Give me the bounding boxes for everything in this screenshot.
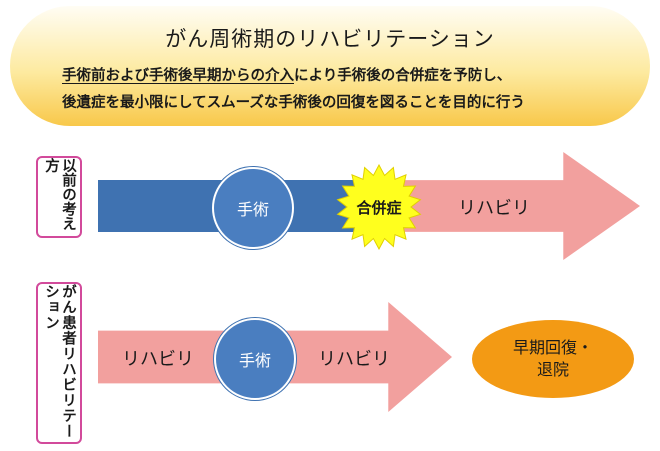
header-banner: がん周術期のリハビリテーション 手術前および手術後早期からの介入により手術後の合… (10, 6, 650, 126)
rehab-after-label: リハビリ (318, 349, 390, 370)
outcome-line-1: 早期回復・ (512, 338, 593, 357)
row-label-previous: 以前の考え方 (36, 156, 82, 238)
row-label-cancer-rehab: がん患者リハビリテーション (36, 282, 82, 444)
surgery-circle-row2: 手術 (214, 318, 296, 400)
rehab-label-row1: リハビリ (458, 198, 530, 219)
diagram-title: がん周術期のリハビリテーション (165, 27, 495, 51)
description-rest: により手術後の合併症を予防し、 (294, 68, 512, 84)
rehab-before-label: リハビリ (122, 349, 194, 370)
description-underlined: 手術前および手術後早期からの介入 (62, 68, 294, 84)
description-line-1: 手術前および手術後早期からの介入により手術後の合併症を予防し、 (62, 64, 622, 85)
outcome-line-2: 退院 (536, 360, 569, 379)
complication-burst-icon (336, 164, 422, 250)
surgery-circle-row1: 手術 (212, 167, 294, 249)
outcome-ellipse: 早期回復・ 退院 (472, 320, 634, 398)
complication-label: 合併症 (356, 198, 402, 217)
description-line-2: 後遺症を最小限にしてスムーズな手術後の回復を図ることを目的に行う (62, 95, 525, 111)
